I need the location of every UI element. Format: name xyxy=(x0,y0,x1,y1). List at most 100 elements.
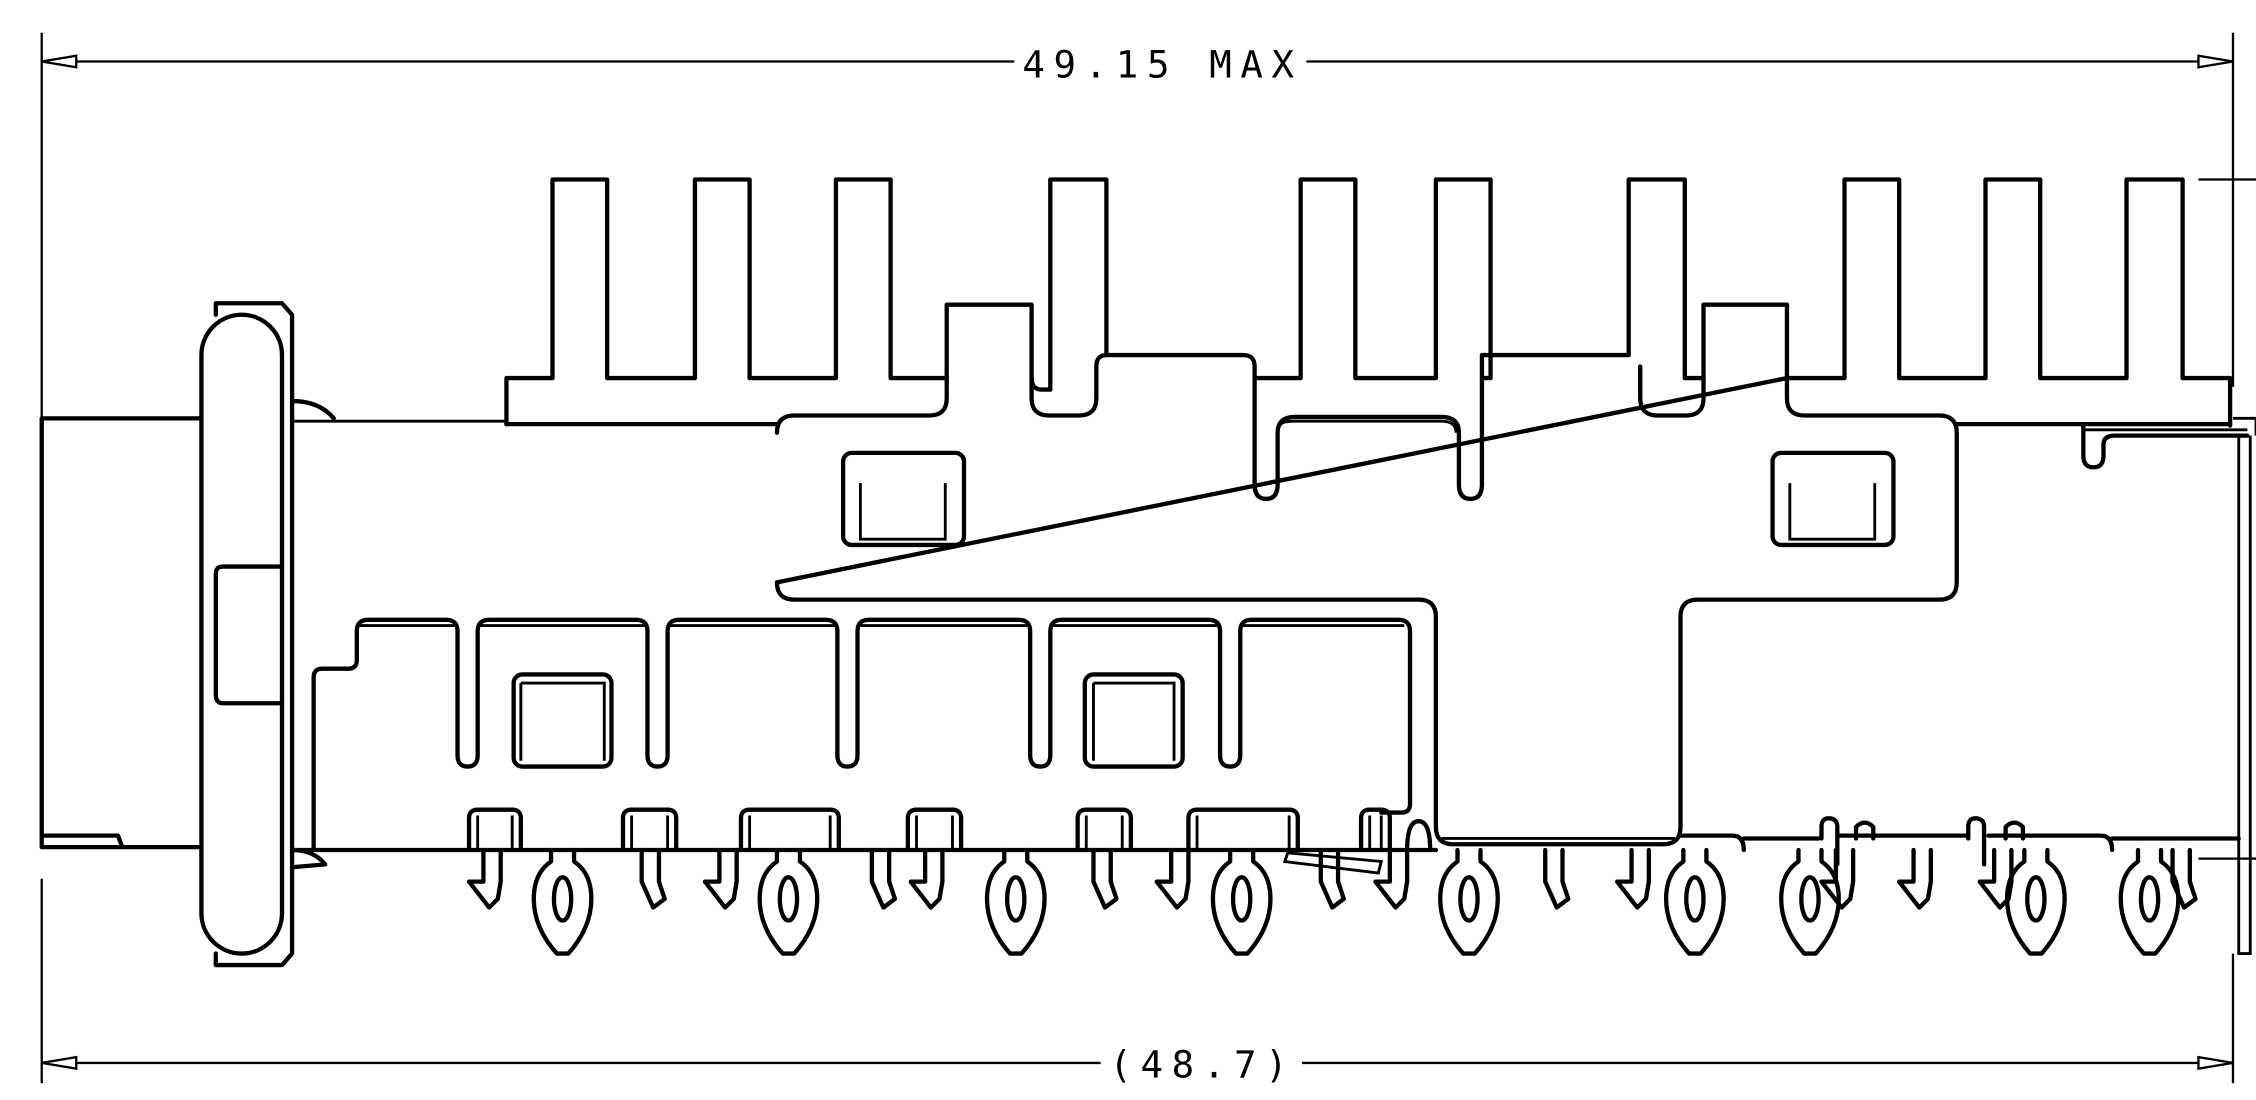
window-slot xyxy=(511,672,614,769)
clip-tab xyxy=(905,807,964,853)
latch-shape xyxy=(2170,847,2198,910)
clip-outline xyxy=(905,807,964,853)
latch-tab xyxy=(702,847,739,910)
clip-inner xyxy=(1084,815,1124,850)
arrow-left-icon xyxy=(41,1055,78,1071)
latch-shape xyxy=(639,847,667,910)
latch-shape xyxy=(1154,847,1191,910)
rail-top xyxy=(1954,421,2250,470)
latch-tab xyxy=(466,847,503,910)
press-fit-pin xyxy=(2004,847,2067,956)
top-clips xyxy=(466,807,1393,853)
arrow-right-icon xyxy=(2197,54,2234,69)
rail-edge xyxy=(2083,416,2256,956)
pin-body xyxy=(1779,847,1841,956)
press-fit-pin xyxy=(2118,847,2181,956)
clip-outline xyxy=(466,807,523,853)
clip-inner xyxy=(1368,815,1383,850)
clip-outline xyxy=(1186,807,1300,853)
latch-tab xyxy=(1819,847,1856,910)
pin-body xyxy=(531,847,594,956)
pin-eye xyxy=(2138,875,2161,923)
heatsink-profile xyxy=(504,177,2233,428)
lower-cage-plate xyxy=(311,617,1413,853)
latch-tab xyxy=(1373,847,1410,910)
upper-cage xyxy=(774,352,1959,847)
window-slot xyxy=(840,450,967,548)
press-fit-pin xyxy=(1663,847,1726,956)
clip-inner xyxy=(630,815,670,850)
pin-eye xyxy=(1799,875,1821,923)
pin-eye xyxy=(777,875,800,923)
latch-tab xyxy=(1615,847,1651,910)
clip-inner xyxy=(915,815,954,850)
clip-tab xyxy=(620,807,679,853)
press-fit-pin xyxy=(1210,847,1273,956)
clip-outline xyxy=(1075,807,1134,853)
heatsink xyxy=(504,177,2233,428)
pin-body xyxy=(1663,847,1726,956)
press-fit-pin xyxy=(531,847,594,956)
arrow-right-icon xyxy=(2197,1055,2234,1071)
right-rail xyxy=(1954,416,2256,956)
latch-shape xyxy=(1897,847,1933,910)
base-line-right xyxy=(1678,833,2241,853)
latch-tab xyxy=(1543,847,1571,910)
pin-eye xyxy=(2025,875,2047,923)
latch-shape xyxy=(1543,847,1571,910)
bottom-dimension: (48.7) xyxy=(40,878,2235,1086)
press-fit-pin xyxy=(1779,847,1841,956)
cage-inner-edge xyxy=(1279,419,1458,433)
arrow-left-icon xyxy=(41,54,78,69)
press-fit-pins xyxy=(531,847,2181,956)
clip-tab xyxy=(738,807,841,853)
latch-tab xyxy=(1154,847,1191,910)
latch-shape xyxy=(1091,847,1119,910)
upper-cage-plate xyxy=(774,352,1959,847)
bottom-dimension-label: (48.7) xyxy=(1109,1042,1296,1086)
lower-cage xyxy=(311,617,1413,853)
latch-shape xyxy=(908,847,945,910)
press-fit-pin xyxy=(757,847,820,956)
window-slot-inner xyxy=(519,681,606,761)
pin-eye xyxy=(1458,875,1480,923)
pin-eye xyxy=(1230,875,1253,923)
latch-tab xyxy=(908,847,945,910)
latch-tab xyxy=(2170,847,2198,910)
latch-shape xyxy=(1318,847,1346,910)
window-slot-inner xyxy=(1092,681,1176,761)
clip-tab xyxy=(1075,807,1134,853)
pin-body xyxy=(2004,847,2067,956)
window-slot-inner xyxy=(858,483,947,541)
clip-inner xyxy=(476,815,514,850)
latch-shape xyxy=(869,847,898,910)
clip-tab xyxy=(1358,807,1393,853)
clip-inner xyxy=(748,815,832,850)
pin-body xyxy=(2118,847,2181,956)
base xyxy=(289,833,2241,853)
clip-outline xyxy=(1358,807,1393,853)
latch-tab xyxy=(1318,847,1346,910)
solder-tail xyxy=(1282,851,1384,875)
press-fit-pin xyxy=(1438,847,1500,956)
plug-housing xyxy=(39,301,507,968)
window-slot xyxy=(1770,450,1896,548)
pin-body xyxy=(1438,847,1500,956)
flange xyxy=(199,312,285,956)
flange-rim xyxy=(213,301,295,968)
pin-eye xyxy=(1684,875,1706,923)
latch-shape xyxy=(1977,847,2014,910)
clip-outline xyxy=(620,807,679,853)
latch-shape xyxy=(702,847,739,910)
flange-tab xyxy=(213,564,285,706)
pin-eye xyxy=(1004,875,1027,923)
clip-tab xyxy=(466,807,523,853)
latch-shape xyxy=(1373,847,1410,910)
latch-tab xyxy=(1977,847,2014,910)
ground-tab xyxy=(1404,819,1433,853)
latch-shape xyxy=(1819,847,1856,910)
clip-inner xyxy=(1195,815,1291,850)
latch-shape xyxy=(466,847,503,910)
window-slot-inner xyxy=(1788,483,1877,541)
